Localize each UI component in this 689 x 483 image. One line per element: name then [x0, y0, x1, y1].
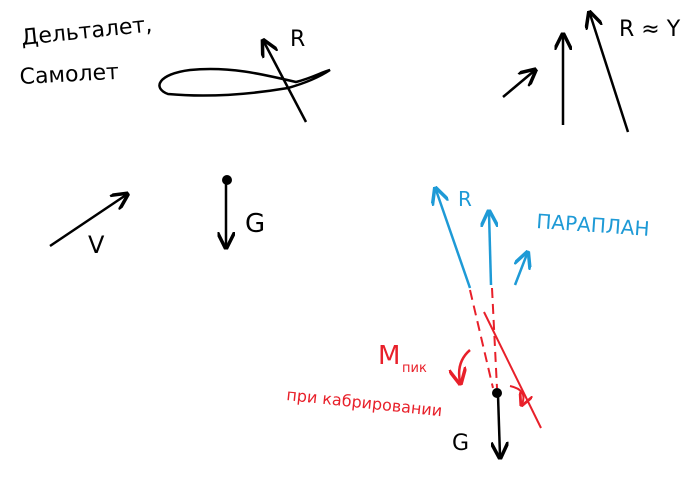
moment-curved-arrow — [459, 349, 471, 382]
gravity-arrow-bottom — [498, 394, 500, 456]
title-line1: Дельталет, — [20, 12, 153, 51]
pilot-point — [492, 388, 502, 398]
red-dashed-line-left — [469, 289, 494, 389]
v-label: V — [88, 231, 105, 259]
blue-r-arrow — [436, 190, 472, 289]
moment-subscript: пик — [402, 361, 427, 376]
small-diagonal-arrow — [502, 71, 534, 98]
title-line2: Самолет — [19, 60, 120, 90]
blue-small-arrow — [515, 254, 527, 286]
g-label-left: G — [245, 209, 265, 239]
moment-caption: при кабрировании — [286, 385, 444, 420]
wing-profile — [158, 67, 331, 97]
blue-r-label: R — [458, 187, 472, 211]
wing-r-label: R — [290, 27, 305, 52]
v-arrow — [49, 195, 126, 248]
moment-label: М — [378, 341, 400, 371]
paraplan-label: ПАРАПЛАН — [536, 209, 651, 241]
red-dashed-line-right — [491, 287, 498, 389]
vertical-arrow-tall — [590, 14, 630, 133]
g-label-bottom: G — [452, 431, 469, 456]
r-approx-y-label: R ≈ Y — [619, 17, 681, 42]
wing-r-arrow — [264, 42, 308, 123]
red-solid-line — [483, 311, 542, 429]
blue-vertical-arrow — [489, 213, 491, 286]
red-moment-arc-right — [509, 385, 524, 404]
